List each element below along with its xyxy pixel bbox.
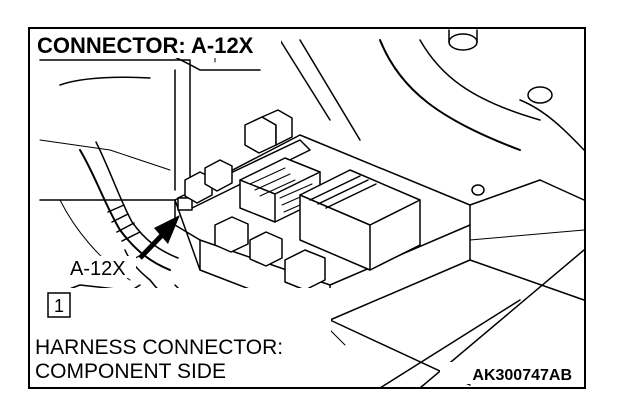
left-block-outline bbox=[39, 59, 191, 201]
relay-row-top bbox=[184, 109, 293, 204]
caption-line-1: HARNESS CONNECTOR: bbox=[35, 336, 283, 359]
figure-title: CONNECTOR: A-12X bbox=[37, 33, 254, 58]
relay-row-bottom bbox=[214, 216, 326, 291]
figure-code: AK300747AB bbox=[472, 367, 572, 384]
title-bg bbox=[31, 30, 281, 58]
caption-line-2: COMPONENT SIDE bbox=[35, 360, 226, 383]
figure-code-bg bbox=[440, 362, 582, 384]
number-box bbox=[47, 292, 71, 318]
component-drawing bbox=[39, 29, 585, 389]
callout-label-bg bbox=[68, 256, 136, 278]
relay-cover bbox=[299, 169, 421, 271]
number-box-label: 1 bbox=[54, 296, 64, 316]
callout-label: A-12X bbox=[70, 258, 126, 280]
caption-bg bbox=[31, 288, 331, 386]
